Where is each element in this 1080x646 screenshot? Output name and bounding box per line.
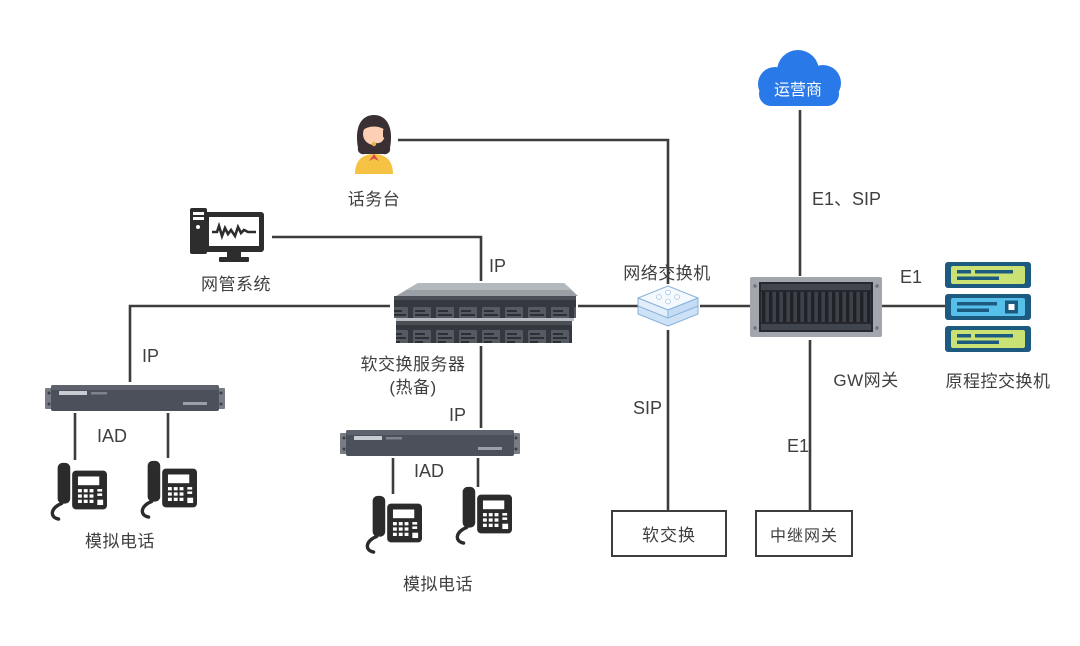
nms-node [188, 206, 272, 269]
edge-label-ip-left: IP [142, 346, 160, 366]
nms-label: 网管系统 [201, 275, 271, 294]
softswitch-server-label-line1: 软交换服务器 [360, 355, 466, 374]
softswitch-server-label: 软交换服务器 (热备) [347, 353, 479, 399]
network-switch-node [636, 284, 700, 335]
softswitch-server-label-line2: (热备) [389, 378, 437, 397]
legacy-pbx-node [945, 262, 1031, 357]
edge-label-ip-server: IP [489, 256, 507, 276]
rack-server-icon [394, 283, 578, 343]
switch-icon [637, 285, 699, 327]
softswitch-server-node [388, 280, 580, 351]
edge-label-e1-legacy: E1 [900, 267, 923, 287]
softswitch-box: 软交换 [611, 510, 727, 557]
phone-icon [450, 485, 514, 545]
trunk-gateway-box: 中继网关 [755, 510, 853, 557]
iad-left-label: IAD [97, 426, 128, 446]
edge-label-e1-trunk: E1 [787, 436, 810, 456]
legacy-pbx-label: 原程控交换机 [945, 372, 1051, 391]
gw-gateway-label: GW网关 [833, 371, 899, 390]
analog-phones-left-label: 模拟电话 [85, 532, 155, 551]
iad-device-icon [45, 383, 225, 413]
operator-person-icon [355, 115, 393, 174]
edge-label-sip: SIP [633, 398, 663, 418]
analog-phones-middle-label: 模拟电话 [403, 575, 473, 594]
carrier-cloud-label: 运营商 [773, 82, 822, 99]
cloud-icon [758, 50, 841, 106]
gw-gateway-node [750, 274, 882, 345]
edge-label-ip-middle: IP [449, 405, 467, 425]
edge-label-e1-sip: E1、SIP [812, 189, 882, 209]
operator-console-node [350, 110, 398, 179]
monitor-icon [190, 208, 264, 262]
iad-device-icon [340, 428, 520, 458]
analog-phone-icon-left-1 [46, 461, 108, 526]
iad-left-node [45, 383, 225, 418]
edge-nms-to-server [272, 235, 483, 281]
analog-phone-icon-left-2 [136, 459, 198, 524]
carrier-cloud-node: 运营商 [748, 46, 848, 108]
operator-console-label: 话务台 [347, 190, 401, 209]
iad-middle-label: IAD [414, 461, 445, 481]
iad-middle-node [340, 428, 520, 463]
network-switch-label: 网络交换机 [623, 264, 711, 283]
phone-icon [360, 494, 424, 554]
pbx-stack-icon [945, 262, 1031, 352]
phone-icon [136, 459, 198, 519]
analog-phone-icon-middle-1 [360, 494, 424, 559]
gateway-chassis-icon [750, 277, 882, 337]
phone-icon [46, 461, 108, 521]
analog-phone-icon-middle-2 [450, 485, 514, 550]
